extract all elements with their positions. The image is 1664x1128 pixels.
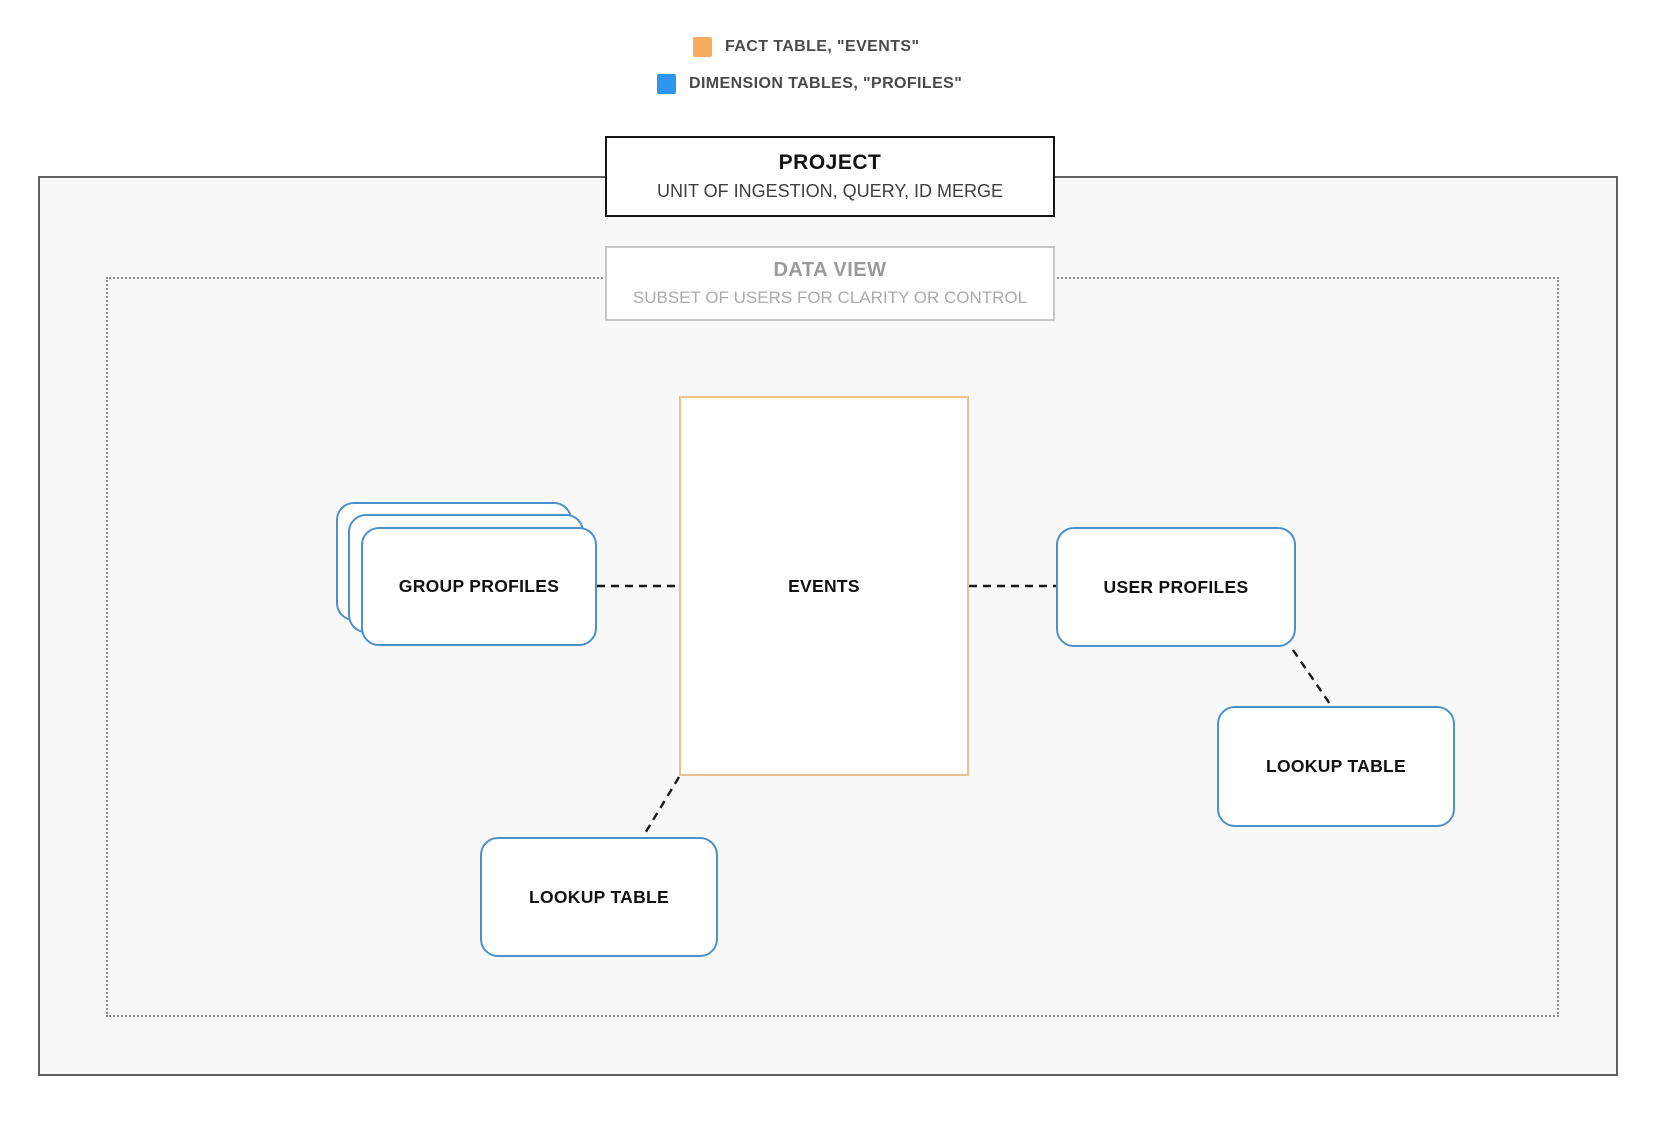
data-view-subtitle: SUBSET OF USERS FOR CLARITY OR CONTROL <box>632 288 1028 307</box>
legend-item-dimension-tables: DIMENSION TABLES, "PROFILES" <box>657 74 962 94</box>
events-node: EVENTS <box>679 396 969 776</box>
project-title: PROJECT <box>778 151 882 174</box>
lookup-table-bottom-node: LOOKUP TABLE <box>480 837 718 957</box>
group-profiles-node: GROUP PROFILES <box>361 527 597 646</box>
user-profiles-node-label: USER PROFILES <box>1103 576 1249 597</box>
data-view-header-box: DATA VIEW SUBSET OF USERS FOR CLARITY OR… <box>605 246 1055 321</box>
events-node-label: EVENTS <box>788 575 860 596</box>
dimension-tables-color-swatch <box>657 74 676 94</box>
lookup-table-right-node-label: LOOKUP TABLE <box>1265 756 1407 776</box>
connector-user-profiles-to-lookup-table <box>1292 649 1331 705</box>
user-profiles-node: USER PROFILES <box>1056 527 1296 647</box>
connector-events-to-lookup-table <box>642 776 681 836</box>
fact-table-color-swatch <box>693 37 712 57</box>
lookup-table-right-node: LOOKUP TABLE <box>1217 706 1455 827</box>
lookup-table-bottom-node-label: LOOKUP TABLE <box>528 886 670 907</box>
project-subtitle: UNIT OF INGESTION, QUERY, ID MERGE <box>656 181 1004 201</box>
project-header-box: PROJECT UNIT OF INGESTION, QUERY, ID MER… <box>605 136 1055 217</box>
legend-label-dimension-tables: DIMENSION TABLES, "PROFILES" <box>689 75 963 92</box>
group-profiles-node-label: GROUP PROFILES <box>398 576 560 596</box>
legend-item-fact-table: FACT TABLE, "EVENTS" <box>693 37 919 57</box>
legend-label-fact-table: FACT TABLE, "EVENTS" <box>725 38 920 55</box>
data-view-title: DATA VIEW <box>773 259 887 281</box>
